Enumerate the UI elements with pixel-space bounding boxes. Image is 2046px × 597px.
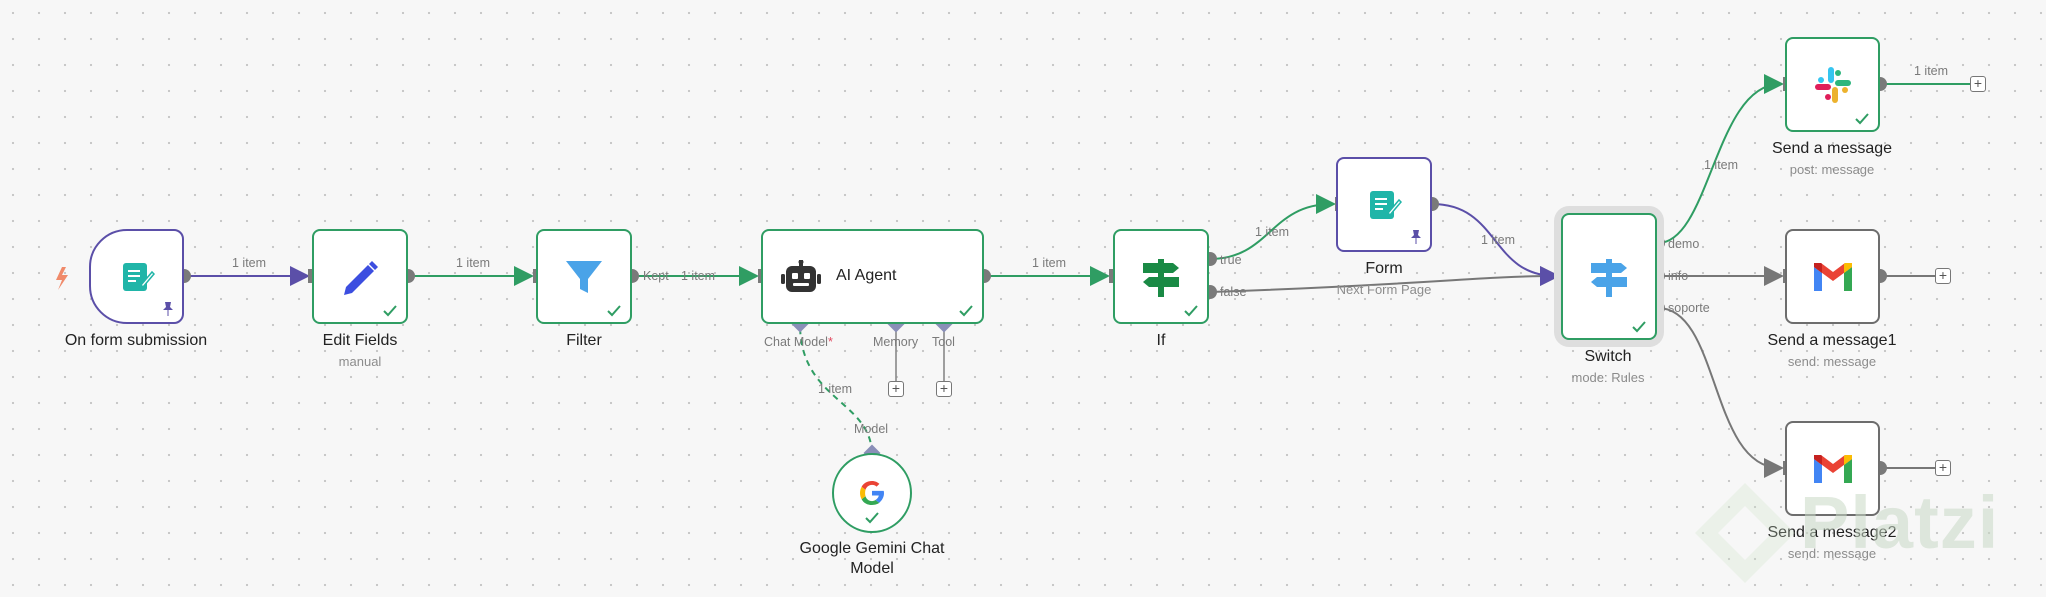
port-label-memory: Memory [873,335,919,349]
edge-label: 1 item [1481,233,1516,247]
trigger-bolt-icon [56,267,68,290]
success-check-icon [1184,305,1198,317]
edge-switch-slack [1657,74,1784,244]
signpost-icon [1591,258,1627,297]
form-icon [1370,190,1402,219]
success-check-icon [1855,113,1869,125]
node-subtitle: Next Form Page [1336,282,1432,297]
node-send-a-message1-gmail[interactable] [1785,229,1880,324]
form-icon [122,262,155,291]
node-title: Form [1365,260,1403,277]
add-node-after-gmail2-button[interactable]: + [1935,460,1951,476]
edge-gemini-agent [799,323,873,454]
node-title: Send a message1 [1767,332,1897,349]
node-send-a-message2-gmail[interactable] [1785,421,1880,516]
slack-icon [1814,66,1851,103]
port-label-model: Model [854,422,889,436]
gmail-icon [1813,454,1852,483]
node-subtitle: send: message [1787,546,1877,561]
edge-label: 1 item [1255,225,1290,239]
node-form[interactable] [1336,157,1432,252]
platzi-logo-icon [1695,483,1795,583]
node-title: Filter [566,332,602,349]
node-subtitle: send: message [1787,354,1877,369]
edge-switch-gmail2 [1657,307,1784,478]
success-check-icon [865,512,879,524]
node-subtitle: post: message [1789,162,1875,177]
port-label-tool: Tool [932,335,955,349]
port-label-false: false [1220,285,1247,299]
signpost-icon [1143,258,1179,297]
add-memory-button[interactable]: + [888,381,904,397]
node-edit-fields[interactable] [312,229,408,324]
edge-label: 1 item [1914,64,1949,78]
node-google-gemini-chat-model[interactable] [832,453,912,533]
pencil-icon [344,260,378,295]
node-title: On form submission [64,332,208,349]
node-title: Send a message2 [1767,524,1897,541]
node-filter[interactable] [536,229,632,324]
node-if[interactable] [1113,229,1209,324]
robot-icon [781,260,821,292]
edge-label: 1 item [681,269,716,283]
success-check-icon [959,305,973,317]
pin-icon [1411,230,1421,244]
port-label-chat-model: Chat Model* [764,335,833,349]
edge-label: 1 item [232,256,267,270]
pin-icon [163,302,173,316]
node-title: If [1156,332,1166,349]
success-check-icon [383,305,397,317]
edge-label: 1 item [456,256,491,270]
edge-label: 1 item [1032,256,1067,270]
port-label-true: true [1220,253,1242,267]
node-send-a-message-slack[interactable] [1785,37,1880,132]
port-label-demo: demo [1668,237,1700,251]
port-label-info: info [1668,269,1689,283]
port-label-soporte: soporte [1668,301,1710,315]
node-title: Google Gemini Chat Model [799,540,945,577]
add-node-after-slack-button[interactable]: + [1970,76,1986,92]
success-check-icon [1632,321,1646,333]
node-switch[interactable] [1561,213,1657,340]
filter-icon [566,260,602,293]
edge-form-switch [1431,203,1560,286]
node-subtitle: manual [338,354,382,369]
watermark-text: Platzi [1800,481,2000,564]
google-icon [860,481,884,505]
edge-if-form [1209,194,1336,260]
node-ai-agent[interactable]: AI Agent [761,229,984,324]
gmail-icon [1813,262,1852,291]
add-node-after-gmail1-button[interactable]: + [1935,268,1951,284]
node-title: Edit Fields [322,332,398,349]
edge-label: 1 item [1704,158,1739,172]
node-title: Switch [1584,348,1632,365]
node-subtitle: mode: Rules [1571,370,1645,385]
node-title: AI Agent [836,267,897,284]
port-label-kept: Kept [643,269,669,283]
node-title: Send a message [1771,140,1893,157]
node-on-form-submission[interactable] [89,229,184,324]
success-check-icon [607,305,621,317]
edge-false-switch [1209,266,1560,293]
edge-label: 1 item [818,382,853,396]
add-tool-button[interactable]: + [936,381,952,397]
